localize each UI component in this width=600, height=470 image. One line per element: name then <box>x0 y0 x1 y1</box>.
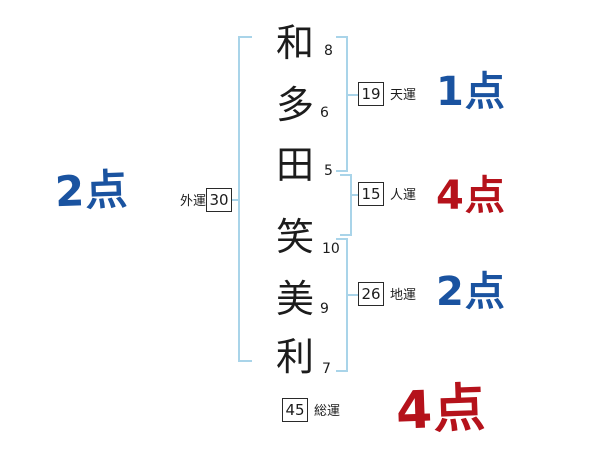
jin-bracket-tick-bottom <box>340 234 350 236</box>
name-character-2: 多 <box>276 83 315 127</box>
stroke-count-6: 7 <box>322 361 331 377</box>
chi-fortune-label: 地運 <box>390 288 417 303</box>
stroke-count-1: 8 <box>324 43 333 59</box>
ten-fortune-box: 19 <box>358 82 384 106</box>
stroke-count-3: 5 <box>324 163 333 179</box>
ten-bracket-tick-top <box>336 36 346 38</box>
stroke-count-2: 6 <box>320 105 329 121</box>
jin-fortune-label: 人運 <box>390 188 417 203</box>
chi-bracket-tick-bottom <box>336 370 346 372</box>
ten-bracket-connector <box>348 94 358 96</box>
jin-bracket-tick-top <box>340 174 350 176</box>
ten-bracket-tick-bottom <box>336 170 346 172</box>
jin-fortune-box: 15 <box>358 182 384 206</box>
stroke-count-4: 10 <box>322 241 340 257</box>
chi-score-text: 2点 <box>436 269 506 315</box>
name-character-5: 美 <box>276 277 315 321</box>
chi-bracket-connector <box>348 294 358 296</box>
name-character-6: 利 <box>276 335 315 379</box>
jin-score-text: 4点 <box>436 173 506 219</box>
sou-score-text: 4点 <box>394 378 488 442</box>
stroke-count-5: 9 <box>320 301 329 317</box>
gai-score-text: 2点 <box>54 164 130 217</box>
name-character-1: 和 <box>276 21 315 65</box>
jin-bracket-connector <box>352 194 358 196</box>
ten-fortune-label: 天運 <box>390 88 417 103</box>
chi-fortune-box: 26 <box>358 282 384 306</box>
gai-fortune-label: 外運 <box>180 194 207 209</box>
gai-bracket-connector <box>228 199 238 201</box>
sou-fortune-label: 総運 <box>314 404 341 419</box>
chi-bracket-line <box>346 238 348 372</box>
ten-score-text: 1点 <box>436 69 506 115</box>
chi-bracket-tick-top <box>336 238 346 240</box>
gai-bracket-tick-top <box>240 36 252 38</box>
name-character-4: 笑 <box>276 215 315 259</box>
ten-bracket-line <box>346 36 348 172</box>
name-character-3: 田 <box>276 143 315 187</box>
gai-bracket-tick-bottom <box>240 360 252 362</box>
sou-fortune-box: 45 <box>282 398 308 422</box>
jin-bracket-line <box>350 174 352 236</box>
gai-fortune-box: 30 <box>206 188 232 212</box>
gai-bracket-line <box>238 36 240 362</box>
